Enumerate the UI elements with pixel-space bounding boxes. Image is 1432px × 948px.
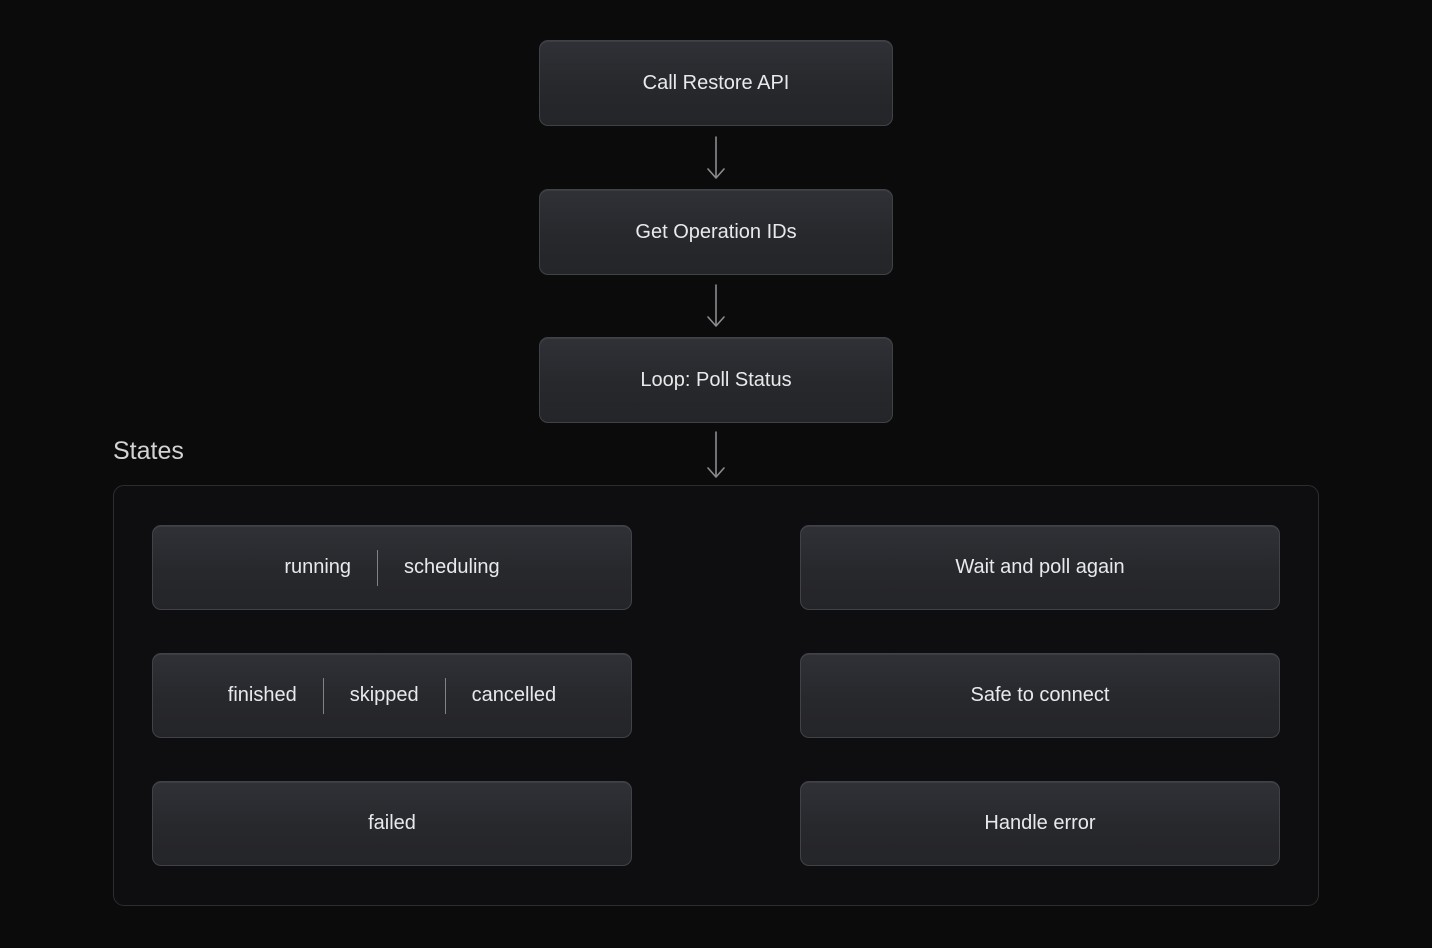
state-box-finished-skipped-cancelled: finished skipped cancelled: [152, 653, 632, 738]
action-box-wait-and-poll-again: Wait and poll again: [800, 525, 1280, 610]
states-section-title: States: [113, 437, 184, 465]
state-label: skipped: [349, 684, 419, 706]
flow-node-label: Get Operation IDs: [635, 220, 797, 243]
state-separator: [377, 549, 379, 586]
arrow-call-to-get: [707, 136, 725, 179]
state-label: cancelled: [471, 684, 557, 706]
action-label: Wait and poll again: [955, 556, 1125, 578]
action-label: Handle error: [984, 812, 1096, 834]
state-separator: [444, 677, 446, 714]
state-box-running-scheduling: running scheduling: [152, 525, 632, 610]
state-label: failed: [368, 812, 416, 834]
state-separator: [322, 677, 324, 714]
state-label: finished: [227, 684, 297, 706]
action-label: Safe to connect: [970, 684, 1110, 706]
flow-node-call-restore-api: Call Restore API: [539, 40, 893, 126]
state-label: running: [284, 556, 352, 578]
state-box-failed: failed: [152, 781, 632, 866]
action-box-handle-error: Handle error: [800, 781, 1280, 866]
flow-node-label: Call Restore API: [642, 71, 790, 94]
flow-node-label: Loop: Poll Status: [640, 368, 792, 391]
flow-node-loop-poll-status: Loop: Poll Status: [539, 337, 893, 423]
state-label: scheduling: [404, 556, 500, 578]
arrow-loop-to-states: [707, 431, 725, 478]
action-box-safe-to-connect: Safe to connect: [800, 653, 1280, 738]
flow-node-get-operation-ids: Get Operation IDs: [539, 189, 893, 275]
arrow-get-to-loop: [707, 284, 725, 327]
